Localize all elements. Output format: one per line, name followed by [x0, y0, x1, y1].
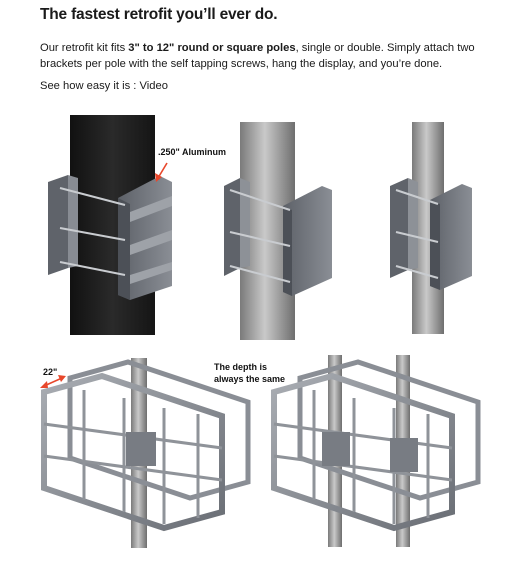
double-pole-display-frame-illustration: The depth is always the same [214, 355, 481, 547]
page-title: The fastest retrofit you’ll ever do. [40, 6, 278, 23]
description-rest: , single or double. Simply attach two br… [40, 42, 475, 70]
aluminum-callout-label: .250" Aluminum [158, 147, 226, 157]
square-pole-bracket-illustration: .250" Aluminum [48, 115, 226, 335]
width-callout-label: 22" [43, 367, 57, 377]
video-prompt: See how easy it is : [40, 80, 140, 92]
small-pole-bracket-illustration [390, 122, 472, 334]
video-link[interactable]: Video [139, 80, 168, 92]
video-line: See how easy it is : Video [40, 80, 168, 92]
pole-size-range: 3" to 12" round or square poles [128, 42, 296, 54]
single-pole-display-frame-illustration: 22" [40, 358, 251, 548]
aluminum-callout-arrow [157, 162, 168, 179]
round-pole-bracket-illustration [224, 122, 332, 340]
depth-callout-line2: always the same [214, 374, 285, 384]
product-description: Our retrofit kit fits 3" to 12" round or… [40, 40, 480, 72]
depth-callout-line1: The depth is [214, 362, 267, 372]
description-intro: Our retrofit kit fits [40, 42, 129, 54]
